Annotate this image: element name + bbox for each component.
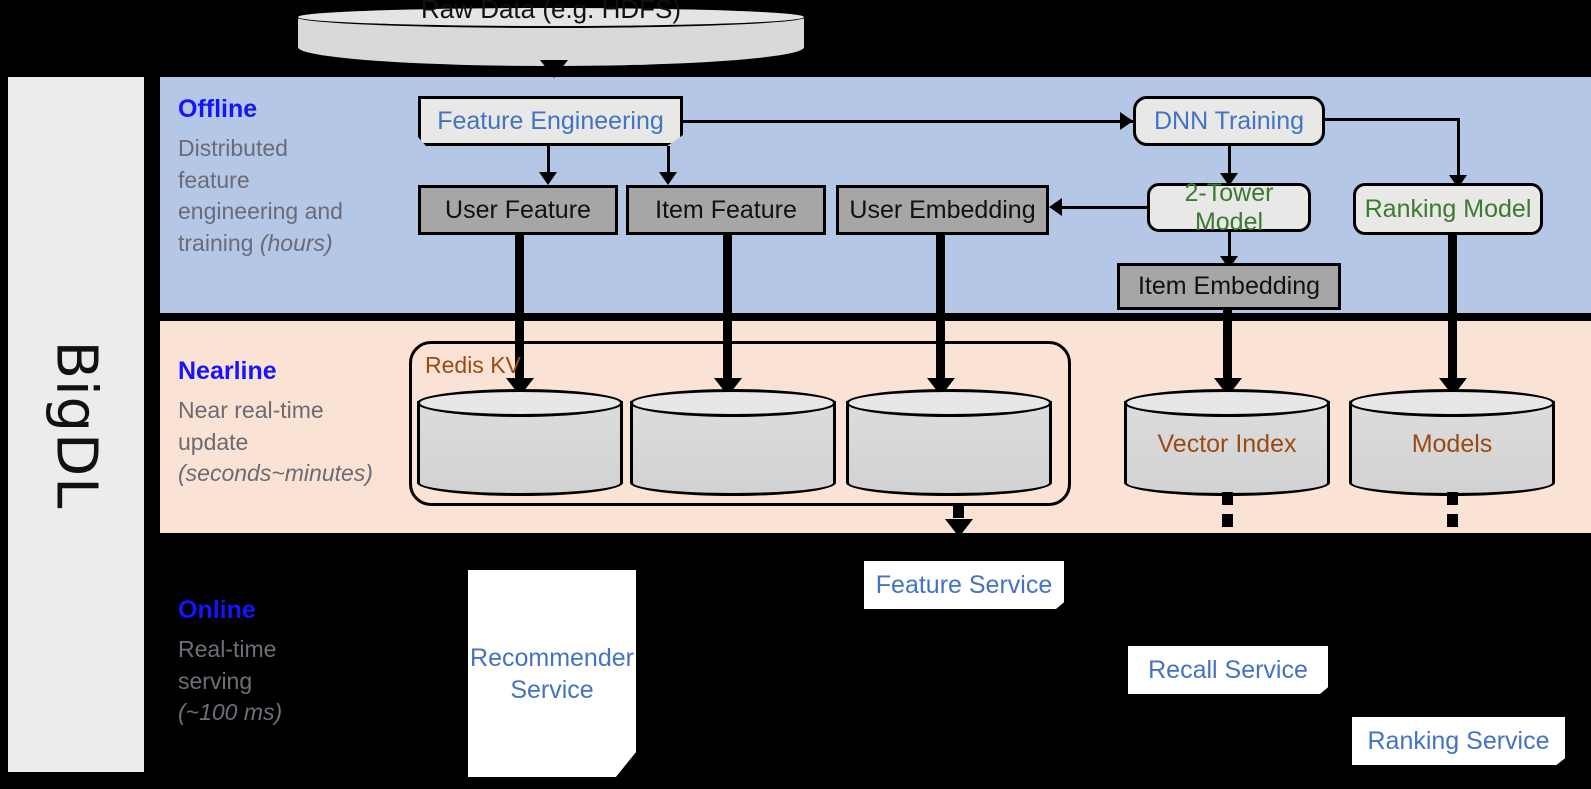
arrowhead-dnn-2tower	[1220, 173, 1238, 186]
item-embedding-label: Item Embedding	[1137, 272, 1321, 300]
connector-dnn-2tower	[1228, 146, 1231, 178]
offline-sub-em: (hours)	[259, 230, 333, 257]
user-embedding-box[interactable]: User Embedding	[836, 185, 1049, 235]
recall-service-label: Recall Service	[1148, 655, 1308, 684]
offline-subtitle: Distributed feature engineering and trai…	[178, 133, 393, 260]
feature-service-label: Feature Service	[875, 570, 1053, 599]
connector-dnn-ranking-h	[1325, 118, 1460, 121]
connector-fe-dnn	[683, 120, 1133, 123]
feature-service-card[interactable]: Feature Service	[864, 561, 1064, 609]
nearline-caption: Nearline Near real-time update (seconds~…	[178, 357, 413, 490]
nearline-title: Nearline	[178, 357, 277, 385]
user-feature-box[interactable]: User Feature	[418, 185, 618, 235]
vector-index-cylinder[interactable]: Vector Index	[1124, 389, 1330, 496]
cylinder-top	[296, 6, 806, 28]
dash-models-2	[1447, 514, 1458, 527]
online-sub-l1: Real-time	[178, 636, 277, 662]
item-feature-label: Item Feature	[655, 195, 797, 224]
feature-engineering-label: Feature Engineering	[437, 106, 664, 135]
arrowhead-fe-dnn	[1120, 112, 1133, 130]
nearline-subtitle: Near real-time update (seconds~minutes)	[178, 395, 413, 490]
dnn-training-box[interactable]: DNN Training	[1133, 96, 1325, 146]
dash-models-1	[1447, 492, 1458, 505]
redis-kv-label: Redis KV	[425, 352, 521, 378]
ranking-model-label: Ranking Model	[1364, 194, 1532, 223]
nearline-sub-l1: Near real-time	[178, 397, 324, 423]
ranking-service-card[interactable]: Ranking Service	[1352, 717, 1565, 765]
pipe-userfeature-redis	[515, 235, 524, 387]
online-sub-em: (~100 ms)	[178, 699, 283, 726]
models-label: Models	[1411, 429, 1493, 458]
recommender-service-label: Recommender Service	[470, 643, 634, 704]
raw-data-label: Raw Data (e.g. HDFS)	[420, 0, 682, 24]
cylinder-top	[630, 389, 836, 417]
vector-index-label: Vector Index	[1157, 429, 1297, 458]
offline-caption: Offline Distributed feature engineering …	[178, 95, 393, 260]
online-caption: Online Real-time serving (~100 ms)	[178, 596, 393, 729]
redis-cylinder-2[interactable]	[630, 389, 836, 496]
pipe-userembedding-redis	[936, 235, 945, 387]
two-tower-model-box[interactable]: 2-Tower Model	[1147, 179, 1311, 236]
nearline-sub-l2: update	[178, 428, 249, 455]
online-title: Online	[178, 596, 256, 624]
offline-sub-l3: engineering and	[178, 198, 343, 225]
models-cylinder[interactable]: Models	[1349, 389, 1555, 496]
redis-cylinder-1[interactable]	[417, 389, 623, 496]
bigdl-rail-label: BigDL	[43, 340, 109, 509]
recall-service-card[interactable]: Recall Service	[1128, 646, 1328, 694]
cylinder-top	[1124, 389, 1330, 417]
nearline-sub-em: (seconds~minutes)	[178, 460, 373, 487]
cylinder-top	[1349, 389, 1555, 417]
dash-vectorindex-1	[1222, 492, 1233, 505]
offline-sub-l4: training	[178, 230, 260, 257]
item-feature-box[interactable]: Item Feature	[626, 185, 826, 235]
arrowhead-redis-featureservice	[945, 519, 973, 537]
offline-sub-l2: feature	[178, 166, 250, 193]
item-embedding-box[interactable]: Item Embedding	[1117, 263, 1341, 310]
dash-redis-featureservice	[953, 505, 964, 518]
user-feature-label: User Feature	[445, 195, 591, 224]
redis-cylinder-3[interactable]	[846, 389, 1052, 496]
connector-2tower-userembedding	[1062, 206, 1150, 209]
connector-fe-userfeature	[547, 146, 550, 177]
recommender-service-card[interactable]: Recommender Service	[468, 570, 636, 777]
cylinder-top	[417, 389, 623, 417]
arrowhead-fe-userfeature	[539, 172, 557, 185]
connector-2tower-itememb	[1228, 232, 1231, 262]
ranking-model-box[interactable]: Ranking Model	[1353, 183, 1543, 235]
arrowhead-2tower-userembedding	[1049, 198, 1062, 216]
offline-title: Offline	[178, 95, 258, 123]
feature-engineering-box[interactable]: Feature Engineering	[418, 96, 683, 146]
cylinder-top	[846, 389, 1052, 417]
arrowhead-rawdata-fe	[540, 60, 568, 78]
two-tower-model-label: 2-Tower Model	[1184, 178, 1274, 236]
ranking-service-label: Ranking Service	[1367, 726, 1550, 755]
offline-sub-l1: Distributed	[178, 135, 288, 161]
raw-data-cylinder: Raw Data (e.g. HDFS)	[296, 0, 806, 68]
pipe-itemfeature-redis	[723, 235, 732, 387]
user-embedding-label: User Embedding	[849, 195, 1036, 224]
arrowhead-fe-itemfeature	[659, 172, 677, 185]
connector-dnn-ranking-v	[1457, 118, 1460, 180]
pipe-itemembedding-vectorindex	[1223, 310, 1232, 387]
connector-fe-itemfeature	[667, 146, 670, 177]
dnn-training-label: DNN Training	[1153, 106, 1305, 135]
redis-kv-container	[409, 341, 1071, 506]
dash-vectorindex-2	[1222, 514, 1233, 527]
online-sub-l2: serving	[178, 667, 253, 694]
bigdl-rail: BigDL	[8, 77, 144, 772]
online-subtitle: Real-time serving (~100 ms)	[178, 634, 393, 729]
pipe-rankingmodel-models	[1448, 235, 1457, 387]
